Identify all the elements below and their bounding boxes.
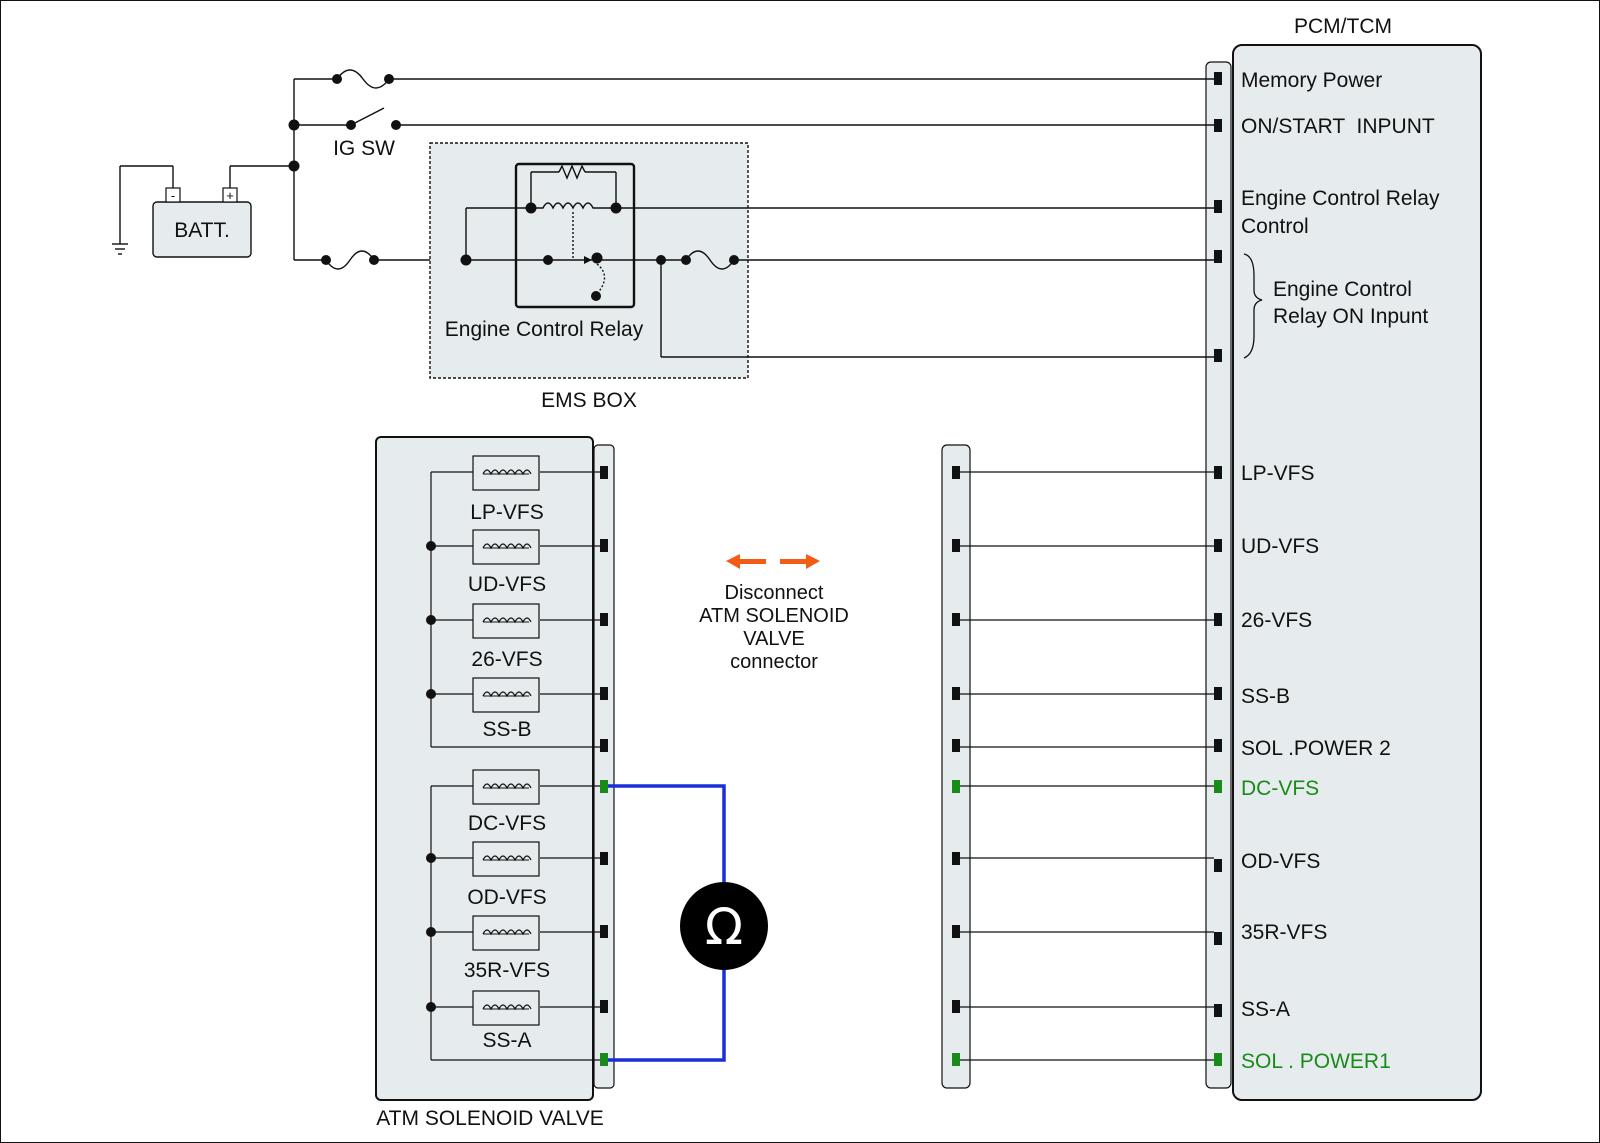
ohmmeter-probe-wires <box>608 784 726 1062</box>
pcm-label-memory-power: Memory Power <box>1241 69 1382 92</box>
pcm-label-35r-vfs: 35R-VFS <box>1241 921 1327 944</box>
pcm-label-dc-vfs: DC-VFS <box>1241 777 1319 800</box>
brace-relay-on <box>1243 253 1263 359</box>
solenoid-wiring-upper <box>430 471 604 748</box>
pcm-pin-sol-power-1 <box>1214 1053 1222 1066</box>
ohm-symbol: Ω <box>705 898 743 956</box>
pcm-label-ss-a: SS-A <box>1241 998 1290 1021</box>
pcm-label-on-start: ON/START INPUNT <box>1241 115 1435 138</box>
pcm-label-ud-vfs: UD-VFS <box>1241 535 1319 558</box>
solenoid-coil-ss-b <box>472 677 540 713</box>
pcm-label-relay-control-1: Engine Control Relay <box>1241 187 1440 210</box>
harness-connector <box>941 444 971 1089</box>
battery-neg-sign: - <box>171 188 175 203</box>
solenoid-coil-26-vfs <box>472 603 540 639</box>
solenoid-label-ss-b: SS-B <box>482 718 531 741</box>
harness-pin-dc-vfs <box>952 780 960 793</box>
solenoid-connector <box>593 444 615 1089</box>
harness-pin-sol-power-1 <box>952 1053 960 1066</box>
relay-wiring <box>465 164 1214 358</box>
pcm-connector <box>1205 61 1232 1089</box>
instruction-line-4: connector <box>730 651 818 673</box>
solenoid-coil-dc-vfs <box>472 769 540 805</box>
solenoid-label-ud-vfs: UD-VFS <box>468 573 546 596</box>
power-nodes <box>288 74 401 265</box>
pcm-label-sol-power-2: SOL .POWER 2 <box>1241 737 1391 760</box>
battery-pos-sign: + <box>226 188 234 203</box>
pcm-title: PCM/TCM <box>1294 15 1392 38</box>
instruction-line-3: VALVE <box>743 628 805 650</box>
pcm-label-relay-on-1: Engine Control <box>1273 278 1412 301</box>
relay-switch-arrow <box>584 256 592 264</box>
harness-wires <box>956 471 1214 1061</box>
solenoid-label-26-vfs: 26-VFS <box>471 648 542 671</box>
battery-neg-terminal <box>165 187 181 203</box>
solenoid-pin-dc-vfs <box>600 780 608 793</box>
solenoid-valve-label: ATM SOLENOID VALVE <box>376 1107 604 1130</box>
ems-box-label: EMS BOX <box>541 389 637 412</box>
pcm-label-26-vfs: 26-VFS <box>1241 609 1312 632</box>
solenoid-label-lp-vfs: LP-VFS <box>470 501 544 524</box>
ig-switch-label: IG SW <box>333 137 395 160</box>
battery-pos-terminal <box>222 187 238 203</box>
pcm-label-relay-on-2: Relay ON Inpunt <box>1273 305 1428 328</box>
engine-control-relay <box>514 162 636 309</box>
relay-nodes <box>460 202 739 301</box>
solenoid-coil-ss-a <box>472 990 540 1026</box>
solenoid-pin-sol-power-1 <box>600 1053 608 1066</box>
harness-pins <box>952 466 960 1013</box>
solenoid-coil-35r-vfs <box>472 915 540 951</box>
ohmmeter-icon <box>680 882 768 970</box>
solenoid-coil-ud-vfs <box>472 529 540 565</box>
battery-label: BATT. <box>174 219 230 242</box>
pcm-pins <box>1214 72 1222 1017</box>
solenoid-connector-pins <box>600 466 608 1013</box>
instruction-line-2: ATM SOLENOID <box>699 605 849 627</box>
pcm-pin-dc-vfs <box>1214 780 1222 793</box>
pcm-label-lp-vfs: LP-VFS <box>1241 462 1315 485</box>
pcm-module <box>1232 44 1482 1101</box>
disconnect-arrows-icon <box>726 554 820 569</box>
battery <box>152 201 252 258</box>
solenoid-wiring-lower <box>430 785 604 1061</box>
instruction-line-1: Disconnect <box>725 582 824 604</box>
solenoid-label-35r-vfs: 35R-VFS <box>464 959 550 982</box>
pcm-label-od-vfs: OD-VFS <box>1241 850 1320 873</box>
solenoid-coil-od-vfs <box>472 841 540 877</box>
pcm-label-ss-b: SS-B <box>1241 685 1290 708</box>
relay-label: Engine Control Relay <box>445 318 644 341</box>
pcm-label-relay-control-2: Control <box>1241 215 1309 238</box>
solenoid-label-od-vfs: OD-VFS <box>467 886 546 909</box>
pcm-label-sol-power-1: SOL . POWER1 <box>1241 1050 1391 1073</box>
solenoid-coil-lp-vfs <box>472 455 540 491</box>
solenoid-label-ss-a: SS-A <box>482 1029 531 1052</box>
solenoid-label-dc-vfs: DC-VFS <box>468 812 546 835</box>
solenoid-nodes <box>426 541 436 1012</box>
